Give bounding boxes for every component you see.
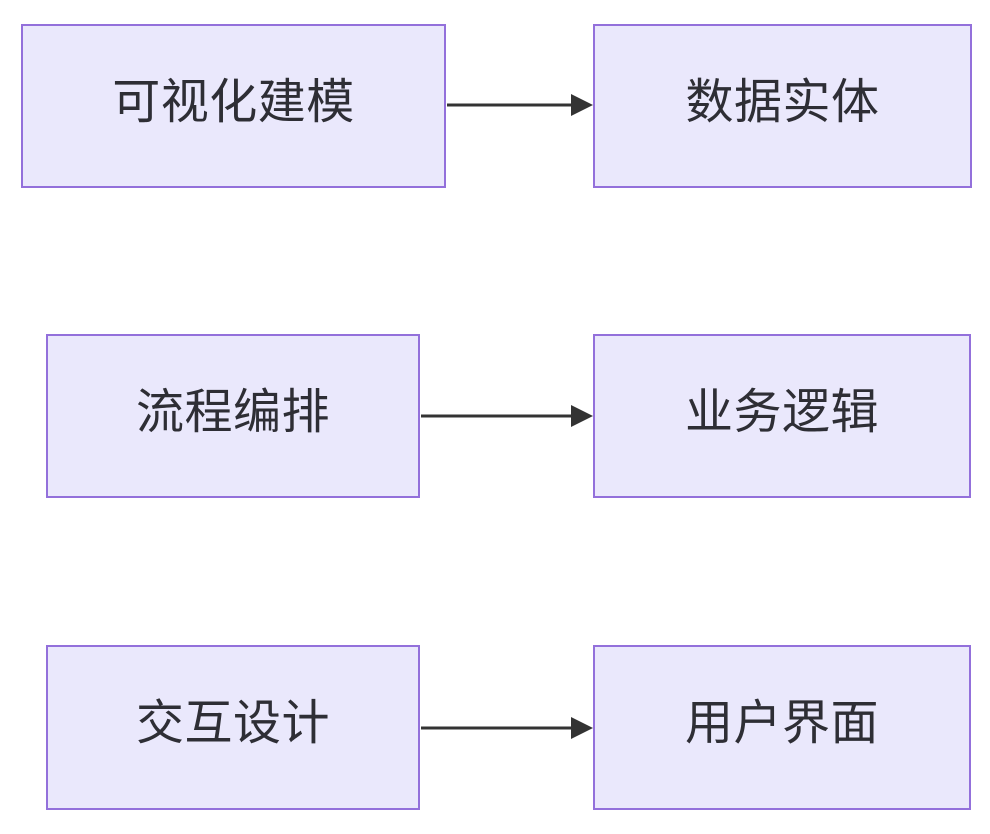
node-label: 数据实体 bbox=[685, 73, 880, 130]
node-label: 用户界面 bbox=[684, 695, 879, 752]
edge-process-to-business-logic bbox=[421, 405, 593, 427]
arrowhead-icon-3 bbox=[571, 717, 593, 739]
node-user-interface[interactable]: 用户界面 bbox=[593, 645, 971, 810]
node-label: 业务逻辑 bbox=[684, 383, 879, 440]
edge-visualization-to-data-entity bbox=[447, 94, 593, 116]
edge-interaction-to-user-interface bbox=[421, 717, 593, 739]
node-data-entity[interactable]: 数据实体 bbox=[593, 24, 972, 188]
node-interaction-design[interactable]: 交互设计 bbox=[46, 645, 420, 810]
arrowhead-icon-1 bbox=[571, 94, 593, 116]
node-process-orchestration[interactable]: 流程编排 bbox=[46, 334, 420, 498]
node-label: 可视化建模 bbox=[112, 73, 355, 130]
node-business-logic[interactable]: 业务逻辑 bbox=[593, 334, 971, 498]
node-label: 流程编排 bbox=[135, 383, 330, 440]
node-visualization-modeling[interactable]: 可视化建模 bbox=[21, 24, 446, 188]
arrowhead-icon-2 bbox=[571, 405, 593, 427]
node-label: 交互设计 bbox=[135, 695, 330, 752]
